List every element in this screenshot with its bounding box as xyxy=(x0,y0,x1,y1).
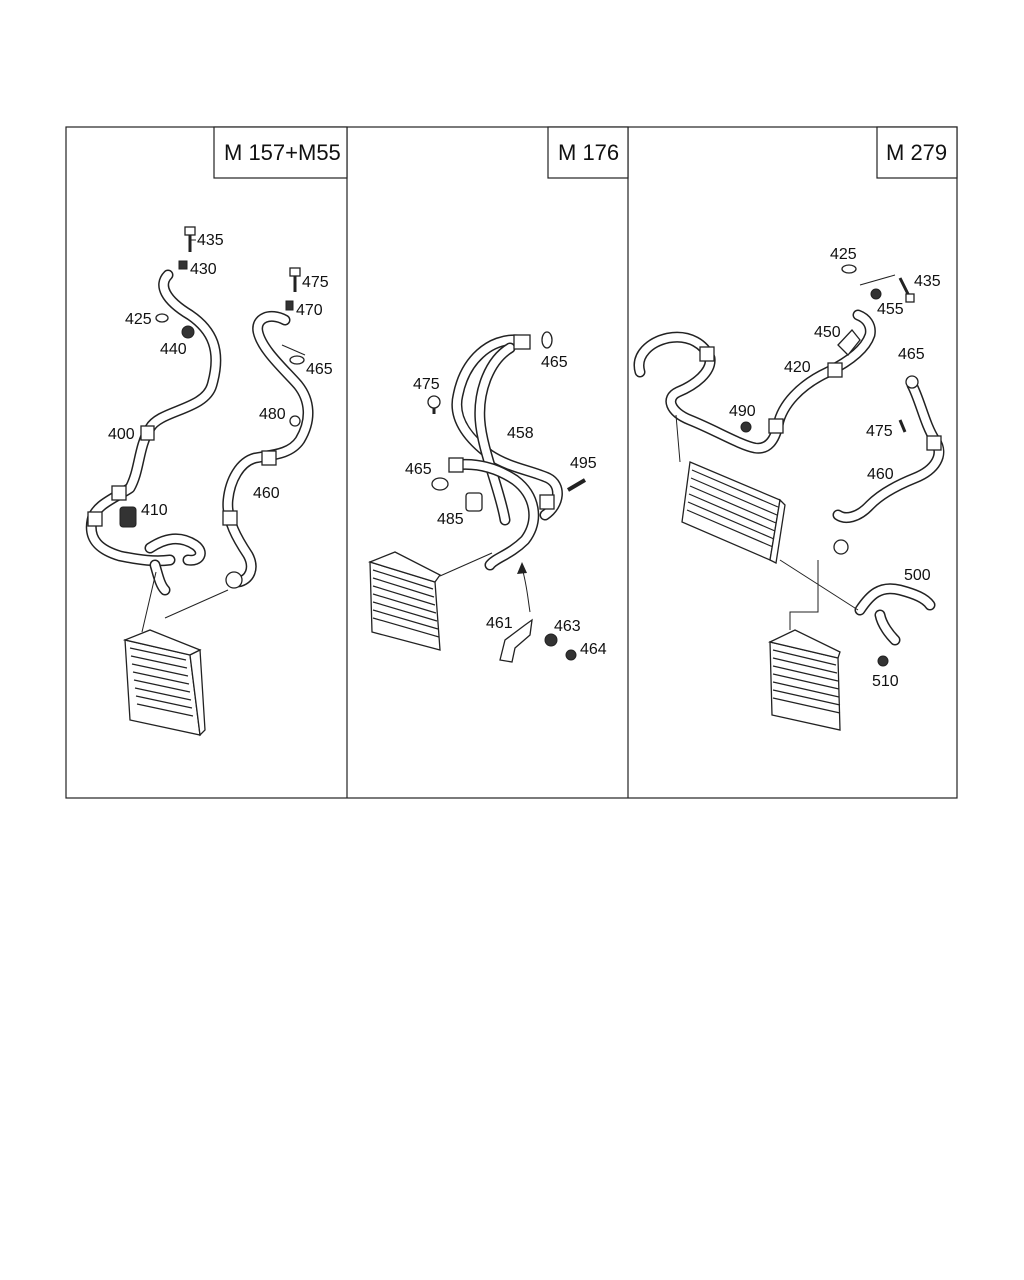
part-463-clip xyxy=(544,633,558,647)
callout-490: 490 xyxy=(729,403,756,420)
callout-440: 440 xyxy=(160,341,187,358)
header-m279: M 279 xyxy=(886,140,947,165)
part-435-bolt xyxy=(898,277,915,303)
part-435-bolt xyxy=(184,226,196,252)
callout-475: 475 xyxy=(302,274,329,291)
callout-475: 475 xyxy=(413,376,440,393)
callout-435: 435 xyxy=(914,273,941,290)
part-495-bolt xyxy=(566,478,587,492)
part-450-bracket xyxy=(837,329,861,356)
callout-410: 410 xyxy=(141,502,168,519)
leader-line xyxy=(141,571,157,633)
callout-465: 465 xyxy=(405,461,432,478)
radiator-m157 xyxy=(122,629,206,737)
hose-clamp xyxy=(261,450,277,466)
panel-m279-drawing: 425 435 455 450 420 465 490 475 460 500 … xyxy=(633,246,945,731)
hose-clamp xyxy=(222,510,238,526)
part-465-oring xyxy=(541,331,553,349)
part-475-bolt xyxy=(427,395,441,414)
callout-460: 460 xyxy=(867,466,894,483)
part-475-bolt xyxy=(289,267,301,292)
hose-connector xyxy=(513,334,531,350)
leader-line xyxy=(439,552,493,577)
part-430-nut xyxy=(178,260,188,270)
hose-clamp xyxy=(111,485,127,501)
hose-connector xyxy=(833,539,849,555)
leader-line xyxy=(281,344,306,356)
callout-500: 500 xyxy=(904,567,931,584)
part-485-sleeve xyxy=(465,492,483,512)
callout-485: 485 xyxy=(437,511,464,528)
part-440-grommet xyxy=(181,325,195,339)
part-464-nut xyxy=(565,649,577,661)
panel-m157-drawing: 435 430 475 470 425 440 465 480 400 460 … xyxy=(85,226,333,737)
hose-connector xyxy=(539,494,555,510)
hose-connector xyxy=(225,571,243,589)
hose-clamp xyxy=(140,425,155,441)
radiator-m176 xyxy=(368,551,441,651)
part-475-bolt xyxy=(898,419,907,433)
callout-465: 465 xyxy=(898,346,925,363)
radiator-m279 xyxy=(768,629,841,731)
callout-430: 430 xyxy=(190,261,217,278)
leader-line xyxy=(779,559,859,611)
hose-clamp xyxy=(699,346,715,362)
callout-400: 400 xyxy=(108,426,135,443)
part-510-nut xyxy=(877,655,889,667)
intercooler-m279 xyxy=(681,461,786,564)
part-480-washer xyxy=(289,415,301,427)
callout-510: 510 xyxy=(872,673,899,690)
callout-420: 420 xyxy=(784,359,811,376)
callout-435: 435 xyxy=(197,232,224,249)
part-425-oring xyxy=(841,264,857,274)
part-465-oring xyxy=(905,375,919,389)
part-455-nut xyxy=(870,288,882,300)
callout-458: 458 xyxy=(507,425,534,442)
callout-465-top: 465 xyxy=(541,354,568,371)
header-box-m279 xyxy=(876,126,958,179)
callout-450: 450 xyxy=(814,324,841,341)
callout-480: 480 xyxy=(259,406,286,423)
callout-465: 465 xyxy=(306,361,333,378)
leader-line xyxy=(789,560,819,630)
header-m176: M 176 xyxy=(558,140,619,165)
part-425-oring xyxy=(155,313,169,323)
callout-460: 460 xyxy=(253,485,280,502)
callout-495: 495 xyxy=(570,455,597,472)
callout-475: 475 xyxy=(866,423,893,440)
leader-line xyxy=(675,414,681,463)
part-410-sleeve xyxy=(119,506,137,528)
callout-470: 470 xyxy=(296,302,323,319)
part-465-oring xyxy=(289,355,305,365)
part-465-oring xyxy=(431,477,449,491)
leader-line xyxy=(164,589,229,619)
hose-clamp xyxy=(926,435,942,451)
hose-clamp xyxy=(87,511,103,527)
diagram-frame xyxy=(65,126,958,799)
header-box-m157 xyxy=(213,126,348,179)
callout-463: 463 xyxy=(554,618,581,635)
hose-clamp xyxy=(768,418,784,434)
callout-464: 464 xyxy=(580,641,607,658)
part-490-nut xyxy=(740,421,752,433)
hose-clamp xyxy=(827,362,843,378)
callout-425: 425 xyxy=(830,246,857,263)
header-box-m176 xyxy=(547,126,629,179)
header-m157: M 157+M55 xyxy=(224,140,341,165)
hose-connector xyxy=(448,457,464,473)
arrow-head xyxy=(517,562,527,574)
panel-m176-drawing: 465 475 458 465 495 485 461 463 464 xyxy=(368,331,607,663)
assembly-arrow xyxy=(521,567,531,613)
callout-425: 425 xyxy=(125,311,152,328)
callout-455: 455 xyxy=(877,301,904,318)
part-470-clip xyxy=(285,300,294,311)
leader-line xyxy=(859,274,896,286)
part-461-bracket xyxy=(499,618,533,663)
callout-461: 461 xyxy=(486,615,513,632)
